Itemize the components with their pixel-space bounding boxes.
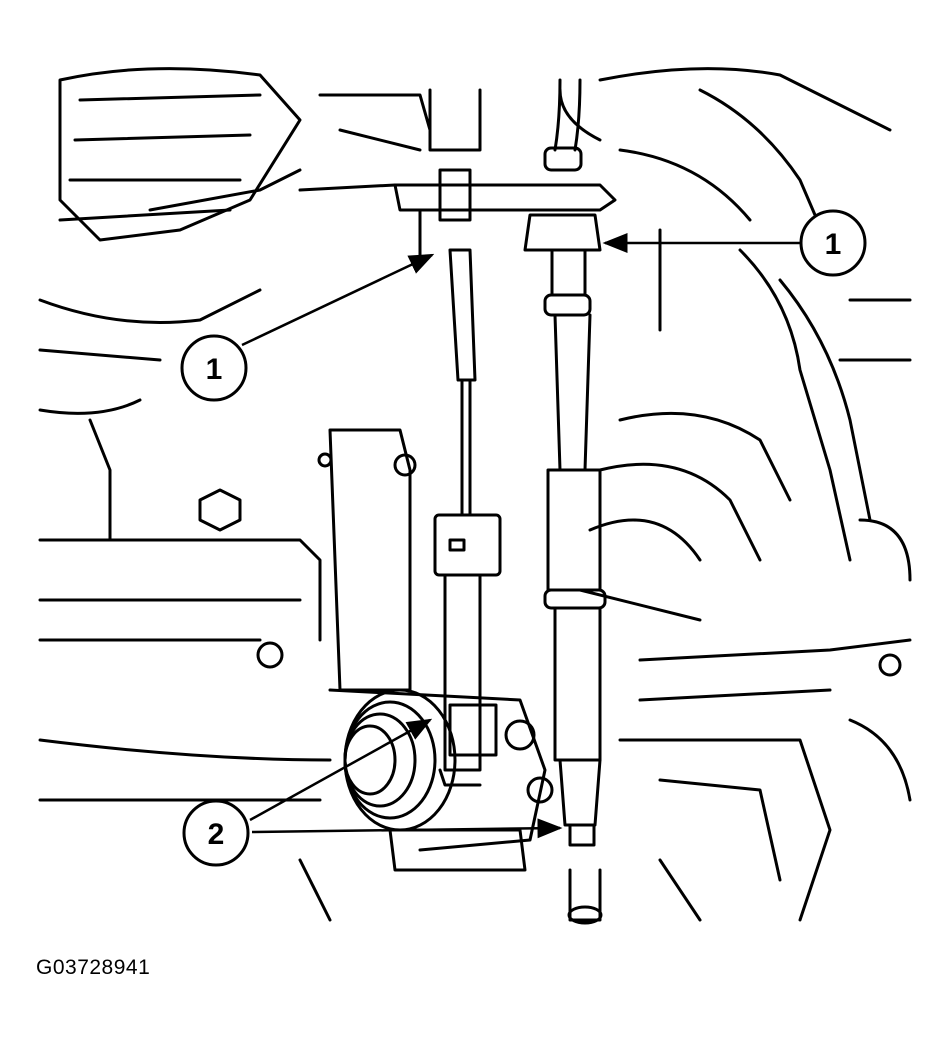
callout-1-left: 1 <box>180 334 248 402</box>
lower-bolt <box>567 868 603 925</box>
callout-1-right-label: 1 <box>825 228 842 261</box>
pulley-assembly <box>198 428 902 872</box>
leader-line-1-left <box>241 253 435 347</box>
cable-bracket <box>298 183 617 262</box>
engine-bay-background <box>38 67 912 922</box>
figure-code: G03728941 <box>36 956 151 979</box>
callout-2: 2 <box>182 799 250 867</box>
leader-line-2-lower <box>251 818 563 839</box>
callout-2-label: 2 <box>208 818 225 851</box>
leader-line-2-upper <box>249 718 433 822</box>
left-cable <box>428 88 502 787</box>
callout-1-right: 1 <box>799 209 867 277</box>
callout-1-left-label: 1 <box>206 353 223 386</box>
right-cable <box>523 78 607 847</box>
